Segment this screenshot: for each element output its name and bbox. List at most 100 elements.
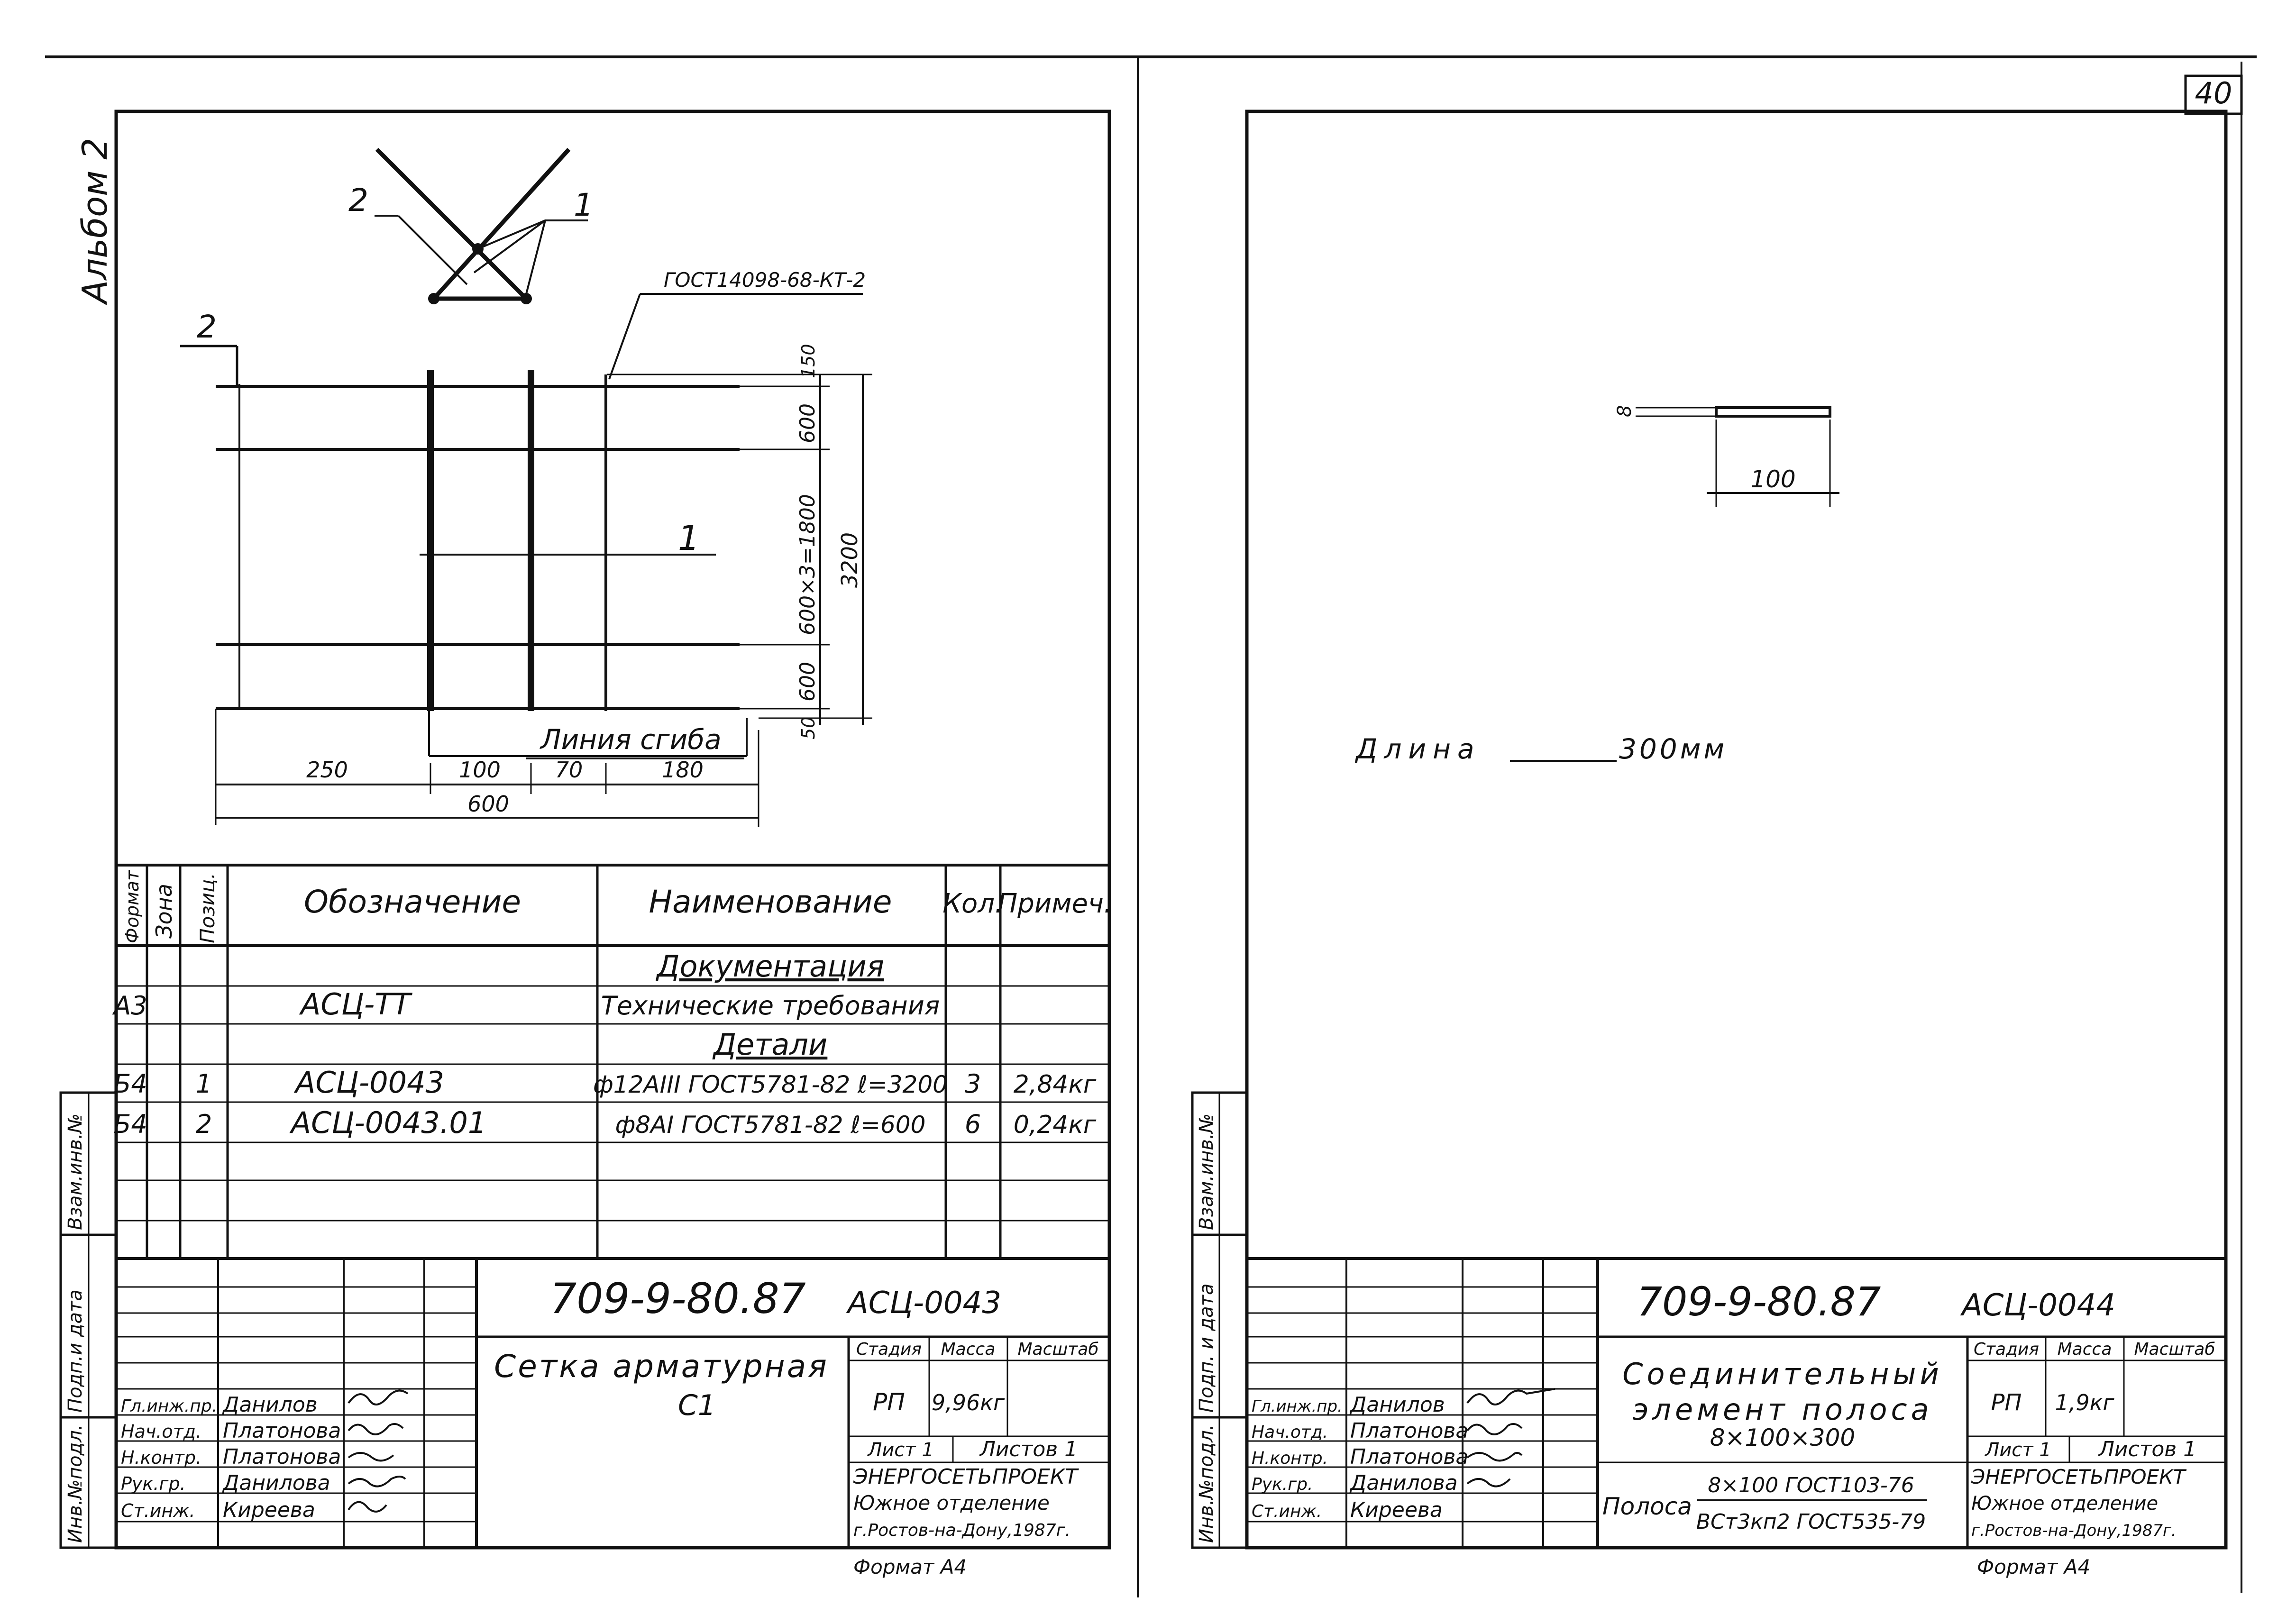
- sheets-left: Листов 1: [979, 1437, 1078, 1461]
- org-city-right: г.Ростов-на-Дону,1987г.: [1971, 1521, 2177, 1540]
- spec-header-format: Формат: [122, 869, 143, 943]
- format-label-right: Формат А4: [1977, 1555, 2090, 1578]
- signer-4-role: Ст.инж.: [121, 1500, 195, 1521]
- signatures-right: [1466, 1388, 1555, 1487]
- gost-note: ГОСТ14098-68-КТ-2: [664, 268, 866, 292]
- org-dept-left: Южное отделение: [853, 1491, 1050, 1515]
- left-side-strip: Взам.инв.№ Подп.и дата Инв.№подл.: [59, 1091, 118, 1549]
- spec-row-3-name: ф12АIII ГОСТ5781-82 ℓ=3200: [593, 1071, 948, 1098]
- right-sheet: Взам.инв.№ Подп. и дата Инв.№подл. 8 100…: [1191, 109, 2228, 1578]
- spec-header-designation: Обозначение: [304, 884, 521, 920]
- section-pos-2: 2: [348, 182, 368, 219]
- spec-header-note: Примеч.: [997, 888, 1112, 919]
- stage-label-left: Стадия: [856, 1340, 922, 1359]
- spec-row-3-pos: 1: [196, 1069, 212, 1099]
- spec-row-4-note: 0,24кг: [1014, 1111, 1097, 1139]
- mesh-pos-2: 2: [197, 309, 217, 345]
- length-value: 300мм: [1619, 733, 1727, 765]
- dim-width: 100: [1750, 465, 1795, 493]
- spec-header-name: Наименование: [649, 884, 892, 920]
- signatures-left: [348, 1389, 409, 1513]
- stage-left: РП: [873, 1388, 905, 1416]
- signer-0-name: Данилов: [222, 1393, 318, 1417]
- spec-row-1-designation: АСЦ-ТТ: [299, 987, 412, 1022]
- signer-2-role: Н.контр.: [121, 1447, 201, 1468]
- dim-total-height: 3200: [837, 532, 862, 588]
- signer-0-role: Гл.инж.пр.: [121, 1396, 217, 1416]
- dim-600-top: 600: [796, 403, 820, 443]
- left-sheet: Альбом 2 Взам.инв.№ Подп.и дата Инв.№под…: [59, 109, 1112, 1578]
- dim-50: 50: [798, 717, 819, 739]
- side-label-vzam: Взам.инв.№: [64, 1113, 86, 1230]
- org-dept-right: Южное отделение: [1971, 1493, 2158, 1515]
- sheet-left: Лист 1: [867, 1439, 934, 1461]
- signer-1-role: Нач.отд.: [121, 1421, 201, 1442]
- dim-150: 150: [798, 344, 819, 378]
- stage-label-right: Стадия: [1974, 1340, 2039, 1359]
- dim-250: 250: [306, 757, 348, 783]
- spec-row-0-name: Документация: [655, 949, 884, 984]
- title-block-left: Гл.инж.пр. Данилов Нач.отд. Платонова Н.…: [116, 1259, 1109, 1548]
- spec-row-4-pos: 2: [196, 1109, 212, 1139]
- spec-row-1-name: Технические требования: [601, 991, 940, 1021]
- project-number-left: 709-9-80.87: [550, 1274, 805, 1323]
- dim-600-bottom: 600: [796, 662, 820, 702]
- sheets-right: Листов 1: [2098, 1437, 2196, 1461]
- spec-header-qty: Кол.: [942, 888, 1003, 919]
- title-line2-left: С1: [678, 1389, 716, 1422]
- dim-100: 100: [459, 757, 501, 783]
- spec-row-3-format: Б4: [113, 1069, 147, 1099]
- spec-table: Формат Зона Позиц. Обозначение Наименова…: [112, 865, 1112, 1260]
- signer-r4-role: Ст.инж.: [1252, 1502, 1322, 1521]
- signer-r4-name: Киреева: [1350, 1498, 1443, 1522]
- signer-2-name: Платонова: [223, 1445, 341, 1469]
- spec-header-zone: Зона: [151, 884, 177, 939]
- signer-r1-name: Платонова: [1350, 1419, 1468, 1443]
- side-label-inv-right: Инв.№подл.: [1196, 1424, 1217, 1543]
- format-label-left: Формат А4: [853, 1555, 967, 1578]
- signer-r2-role: Н.контр.: [1252, 1449, 1328, 1468]
- signer-r1-role: Нач.отд.: [1252, 1423, 1328, 1442]
- side-label-vzam-right: Взам.инв.№: [1196, 1113, 1217, 1230]
- spec-row-4-format: Б4: [113, 1109, 147, 1139]
- mass-label-right: Масса: [2058, 1340, 2112, 1359]
- spec-header-pos: Позиц.: [196, 873, 219, 943]
- spec-row-3-designation: АСЦ-0043: [293, 1065, 444, 1100]
- spec-row-1-format: А3: [112, 991, 147, 1021]
- title-line3-right: 8×100×300: [1710, 1424, 1855, 1451]
- org-city-left: г.Ростов-на-Дону,1987г.: [853, 1521, 1070, 1540]
- signer-r3-role: Рук.гр.: [1252, 1475, 1313, 1494]
- length-label: Длина: [1354, 733, 1481, 765]
- signer-1-name: Платонова: [223, 1419, 341, 1443]
- sheet-right: Лист 1: [1984, 1439, 2051, 1461]
- stage-right: РП: [1991, 1389, 2022, 1416]
- signer-4-name: Киреева: [223, 1498, 315, 1522]
- side-label-podp-right: Подп. и дата: [1196, 1284, 1217, 1413]
- title-line1-right: Соединительный: [1622, 1357, 1943, 1391]
- spec-row-2-name: Детали: [712, 1027, 828, 1062]
- spec-row-3-note: 2,84кг: [1014, 1070, 1097, 1099]
- side-label-podp: Подп.и дата: [64, 1289, 86, 1413]
- dim-thickness: 8: [1614, 405, 1636, 417]
- side-label-inv: Инв.№подл.: [64, 1424, 86, 1543]
- title-block-right: Гл.инж.пр. Данилов Нач.отд. Платонова Н.…: [1247, 1259, 2226, 1548]
- title-line1-left: Сетка арматурная: [494, 1348, 829, 1385]
- scale-label-right: Масштаб: [2134, 1340, 2215, 1359]
- spec-row-3-qty: 3: [965, 1069, 981, 1099]
- project-number-right: 709-9-80.87: [1637, 1278, 1881, 1325]
- mass-left: 9,96кг: [932, 1390, 1005, 1415]
- bend-line-label: Линия сгиба: [540, 723, 722, 756]
- material-bottom: ВСт3кп2 ГОСТ535-79: [1696, 1510, 1926, 1534]
- signer-3-role: Рук.гр.: [121, 1473, 186, 1494]
- right-side-strip: Взам.инв.№ Подп. и дата Инв.№подл.: [1191, 1091, 1248, 1549]
- signer-r2-name: Платонова: [1350, 1445, 1468, 1469]
- dim-total-width: 600: [467, 791, 509, 817]
- section-pos-1: 1: [574, 187, 594, 223]
- scale-label-left: Масштаб: [1017, 1340, 1098, 1359]
- material-label: Полоса: [1602, 1493, 1692, 1520]
- material-top: 8×100 ГОСТ103-76: [1708, 1473, 1914, 1497]
- signer-r0-name: Данилов: [1349, 1393, 1445, 1417]
- album-label: Альбом 2: [75, 138, 115, 305]
- spec-row-4-qty: 6: [965, 1109, 981, 1139]
